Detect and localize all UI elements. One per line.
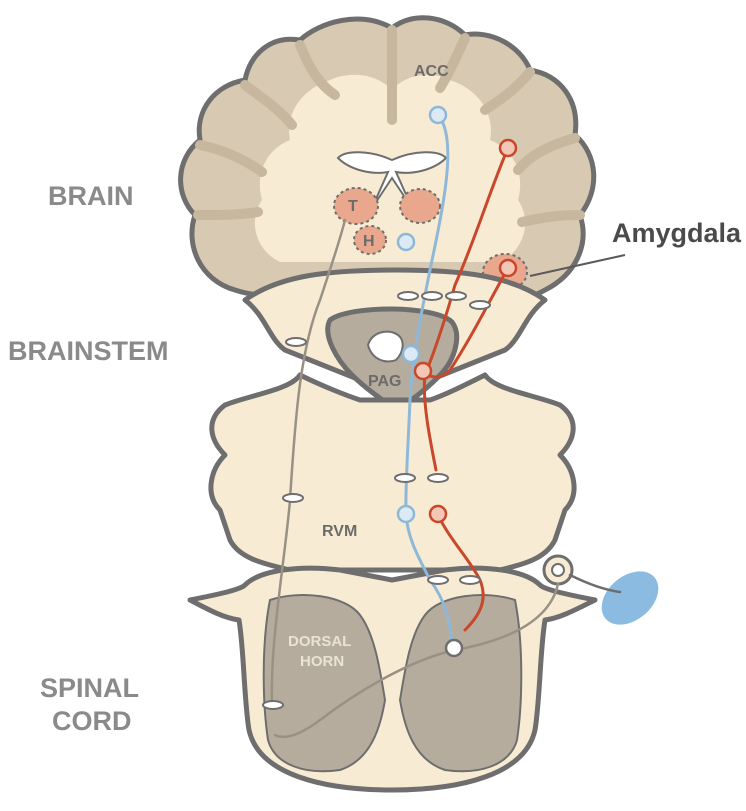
spinal-cord-section: [190, 556, 669, 790]
label-thalamus: T: [348, 198, 358, 215]
pag-neuron-red: [415, 363, 431, 379]
label-dorsal-horn-2: HORN: [300, 653, 344, 670]
thalamus-right: [400, 189, 440, 223]
rvm-neuron-red: [430, 506, 446, 522]
amygdala-neuron: [500, 260, 516, 276]
brain-section: [181, 18, 594, 299]
dorsal-horn-neuron: [446, 640, 462, 656]
label-brain: BRAIN: [48, 181, 134, 211]
label-acc: ACC: [414, 63, 449, 80]
rvm-neuron-blue: [398, 506, 414, 522]
label-rvm: RVM: [322, 523, 357, 540]
pag-neuron-blue: [403, 346, 419, 362]
peripheral-receptor: [591, 561, 668, 636]
peripheral-nerve: [570, 575, 620, 592]
label-dorsal-horn-1: DORSAL: [288, 633, 351, 650]
label-pag: PAG: [368, 373, 401, 390]
label-spinal-cord-2: CORD: [52, 706, 132, 736]
acc-neuron: [430, 107, 446, 123]
label-hypothalamus: H: [363, 233, 375, 250]
label-spinal-cord-1: SPINAL: [40, 673, 139, 703]
ganglion-cell: [552, 564, 564, 576]
label-amygdala: Amygdala: [612, 218, 742, 248]
label-brainstem: BRAINSTEM: [8, 336, 169, 366]
brainstem-section: [211, 270, 574, 570]
spinal-cord-outline: [190, 568, 595, 790]
cortical-neuron-red: [500, 140, 516, 156]
medulla: [211, 375, 574, 570]
hypothalamus-neuron: [398, 234, 414, 250]
